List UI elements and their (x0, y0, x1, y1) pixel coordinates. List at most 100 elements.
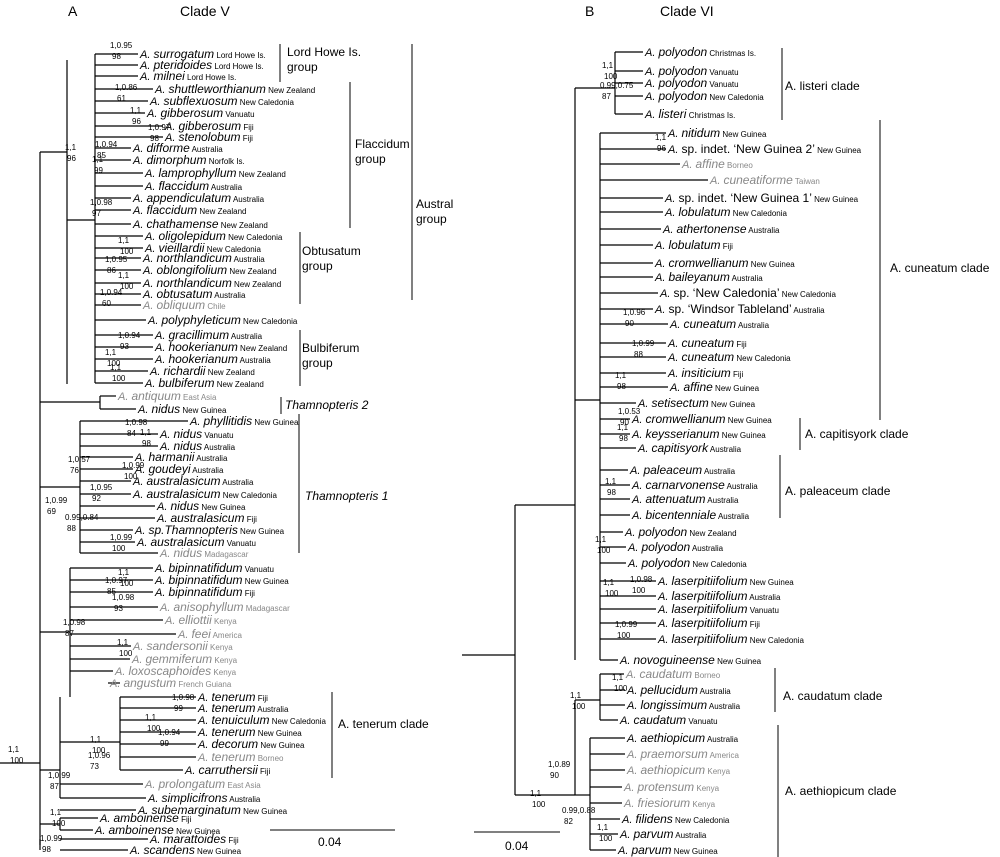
tree-a-support-top: 1,0.96 (88, 751, 111, 760)
tree-b-support-top: 0.99,0.75 (600, 81, 634, 90)
tree-b-taxon-label: A. laserpitiifolium New Caledonia (657, 632, 805, 646)
tree-a-taxon-label: A. hookerianum Australia (154, 352, 271, 366)
tree-a-taxon-label: A. amboinense New Guinea (94, 823, 221, 837)
tree-a-support-top: 1,1 (117, 638, 129, 647)
tree-a-support-bottom: 69 (47, 507, 56, 516)
tree-a-support-bottom: 87 (65, 629, 74, 638)
tree-b-support-bottom: 100 (532, 800, 546, 809)
tree-b-support-top: 1,1 (603, 578, 615, 587)
tree-a-support-bottom: 98 (142, 439, 151, 448)
tree-a-group-label: group (355, 152, 386, 166)
tree-b-taxon-label: A. affine Borneo (681, 157, 753, 171)
tree-a-taxon-label: A. nidus New Guinea (137, 402, 227, 416)
tree-b-support-bottom: 88 (634, 350, 643, 359)
tree-b-support-top: 1,1 (602, 61, 614, 70)
tree-b-taxon-label: A. athertonense Australia (662, 222, 780, 236)
tree-b-taxon-label: A. parvum New Guinea (617, 843, 718, 857)
tree-a-support-top: 1,1 (8, 745, 20, 754)
tree-b-taxon-label: A. lobulatum New Caledonia (664, 205, 788, 219)
tree-a-taxon-label: A. phyllitidis New Guinea (189, 414, 299, 428)
tree-b-support-bottom: 90 (625, 319, 634, 328)
tree-b-branches (462, 51, 708, 851)
tree-a-group-label: Thamnopteris 2 (285, 398, 369, 412)
tree-a-taxon-label: A. surrogatum Lord Howe Is. (139, 47, 266, 61)
tree-a-taxon-label: A. gracillimum Australia (154, 328, 263, 342)
tree-b-support-bottom: 96 (657, 144, 666, 153)
tree-a-taxon-label: A. vieillardii New Caledonia (144, 241, 261, 255)
tree-a-taxon-label: A. northlandicum Australia (142, 251, 265, 265)
tree-b-taxon-label: A. affine New Guinea (669, 380, 760, 394)
tree-b-support-bottom: 98 (619, 434, 628, 443)
tree-a-support-values: 1,0.95981,0.86611,1961,0.97981,0.94851,1… (8, 41, 195, 854)
tree-b-support-bottom: 100 (572, 702, 586, 711)
tree-a-taxon-label: A. tenerum Borneo (197, 750, 284, 764)
tree-a-taxon-label: A. feei America (177, 627, 242, 641)
tree-b-taxon-label: A. insiticium Fiji (667, 366, 743, 380)
tree-a-support-bottom: 100 (10, 756, 24, 765)
tree-a-taxon-label: A. loxoscaphoides Kenya (114, 664, 237, 678)
tree-b-support-top: 1,1 (612, 673, 624, 682)
tree-a-support-top: 1,1 (145, 713, 157, 722)
tree-b-support-top: 1,1 (530, 789, 542, 798)
tree-a-support-bottom: 99 (94, 166, 103, 175)
tree-b-support-top: 1,0.98 (630, 575, 653, 584)
tree-a-group-label: Austral (416, 197, 453, 211)
tree-a-taxa: A. surrogatum Lord Howe Is.A. pteridoide… (94, 47, 327, 857)
tree-b-taxon-label: A. paleaceum Australia (629, 463, 736, 477)
tree-a-support-bottom: 96 (67, 154, 76, 163)
tree-b-taxon-label: A. cuneatum Fiji (667, 336, 747, 350)
tree-a-support-bottom: 87 (50, 782, 59, 791)
tree-a-taxon-label: A. australasicum New Caledonia (132, 487, 278, 501)
tree-a-support-top: 1,0.99 (45, 496, 68, 505)
scale-bar-b-label: 0.04 (505, 839, 529, 853)
tree-a-group-label: Bulbiferum (302, 341, 359, 355)
tree-a-support-top: 1,0.95 (110, 41, 133, 50)
tree-a-support-bottom: 73 (90, 762, 99, 771)
tree-a-support-top: 1,1 (110, 363, 122, 372)
tree-a-taxon-label: A. shuttleworthianum New Zealand (154, 82, 315, 96)
tree-b-support-top: 1,1 (655, 133, 667, 142)
tree-a-taxon-label: A. bipinnatifidum Fiji (154, 585, 255, 599)
tree-a-support-top: 1,1 (92, 155, 104, 164)
tree-b-taxon-label: A. parvum Australia (619, 827, 707, 841)
tree-a-support-top: 1,0.99 (48, 771, 71, 780)
tree-b-taxon-label: A. protensum Kenya (623, 780, 720, 794)
tree-a-support-top: 1,0.86 (115, 83, 138, 92)
tree-a-taxon-label: A. prolongatum East Asia (144, 777, 261, 791)
tree-a-support-top: 1,0.98 (172, 693, 195, 702)
tree-b-taxon-label: A. longissimum Australia (626, 698, 741, 712)
tree-b-taxon-label: A. polyodon Christmas Is. (644, 45, 756, 59)
tree-a-taxon-label: A. sp.Thamnopteris New Guinea (134, 523, 285, 537)
tree-a-support-top: 1,0.94 (158, 728, 181, 737)
tree-b-support-bottom: 100 (604, 72, 618, 81)
tree-b-taxon-label: A. sp. ‘New Caledonia’ New Caledonia (659, 286, 837, 300)
tree-a-taxon-label: A. sandersonii Kenya (132, 639, 233, 653)
tree-b-support-top: 0.99,0.88 (562, 806, 596, 815)
tree-b-taxon-label: A. polyodon New Zealand (624, 525, 737, 539)
tree-a-group-label: Lord Howe Is. (287, 45, 361, 59)
tree-a-support-top: 1,0.94 (100, 288, 123, 297)
tree-b-taxon-label: A. bicentenniale Australia (631, 508, 750, 522)
tree-b-support-bottom: 90 (620, 418, 629, 427)
tree-a-support-top: 1,0.99 (122, 461, 145, 470)
tree-a-taxon-label: A. simplicifrons Australia (147, 791, 261, 805)
tree-b-taxon-label: A. cuneatum Australia (669, 317, 770, 331)
tree-b-taxon-label: A. keysserianum New Guinea (631, 427, 766, 441)
tree-a-support-bottom: 96 (132, 117, 141, 126)
tree-a-taxon-label: A. oblongifolium New Zealand (142, 263, 277, 277)
tree-b-taxon-label: A. cromwellianum New Guinea (631, 412, 772, 426)
tree-a-group-label: group (302, 259, 333, 273)
tree-b-taxon-label: A. sp. ‘Windsor Tableland’ Australia (654, 302, 825, 316)
tree-a-support-top: 1,1 (118, 236, 130, 245)
tree-a-taxon-label: A. hookerianum New Zealand (154, 340, 287, 354)
tree-a-taxon-label: A. nidus New Guinea (156, 499, 246, 513)
tree-b-group-label: A. caudatum clade (783, 689, 883, 703)
tree-b-taxon-label: A. polyodon New Caledonia (627, 556, 747, 570)
tree-a-support-top: 1,1 (105, 348, 117, 357)
panel-a-letter: A (68, 3, 78, 19)
tree-a-taxon-label: A. tenerum Fiji (197, 690, 268, 704)
tree-a-support-top: 1,1 (118, 568, 130, 577)
tree-a-support-top: 1,0.99 (40, 834, 63, 843)
scale-bar-a-label: 0.04 (318, 835, 342, 849)
